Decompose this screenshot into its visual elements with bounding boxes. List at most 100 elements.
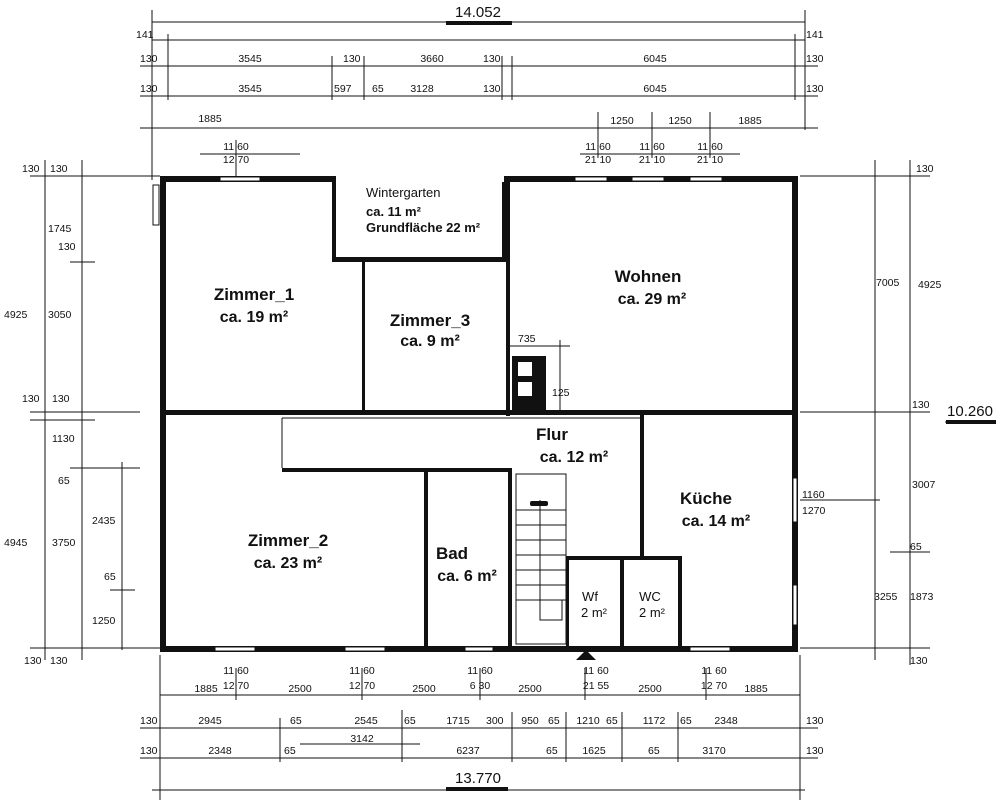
dimension-label: 12 70: [223, 154, 249, 166]
dimension-label: 3007: [912, 479, 936, 491]
total-width-top: 14.052: [455, 4, 501, 21]
dimension-label: 3545: [238, 53, 262, 65]
room-wintergarten-name: Wintergarten: [366, 185, 440, 200]
dimension-label: 597: [334, 83, 352, 95]
dimension-label: 130: [140, 83, 158, 95]
dimension-label: 11 60: [467, 665, 493, 677]
room-wintergarten-area: ca. 11 m²: [366, 204, 422, 219]
dimension-label: 1270: [802, 505, 826, 517]
dimension-label: 11 60: [583, 665, 609, 677]
dimension-label: 21 10: [585, 154, 611, 166]
dimension-label: 2500: [518, 683, 542, 695]
dimension-label: 6 30: [470, 680, 491, 692]
dimension-label: 6045: [643, 53, 667, 65]
dimension-label: 12 70: [349, 680, 375, 692]
room-wohnen-name: Wohnen: [615, 267, 682, 286]
dimension-lines: [30, 10, 995, 800]
dimension-label: 2348: [714, 715, 738, 727]
dimension-label: 130: [806, 53, 824, 65]
dimension-label: 141: [806, 29, 824, 41]
dimension-label: 12 70: [223, 680, 249, 692]
dimension-label: 130: [912, 399, 930, 411]
dimension-label: 300: [486, 715, 504, 727]
total-bottom-bar: [446, 787, 508, 791]
dimension-label: 11 60: [349, 665, 375, 677]
dimension-label: 21 10: [697, 154, 723, 166]
total-width-bottom: 13.770: [455, 770, 501, 787]
dimension-label: 1130: [52, 433, 75, 445]
room-zimmer1-area: ca. 19 m²: [220, 309, 288, 326]
room-kueche-area: ca. 14 m²: [682, 513, 750, 530]
dimension-label: 1885: [194, 683, 218, 695]
room-zimmer3-area: ca. 9 m²: [400, 333, 460, 350]
dimension-label: 3660: [420, 53, 444, 65]
dimension-label: 130: [140, 53, 158, 65]
dimension-label: 65: [680, 715, 692, 727]
dimension-label: 130: [22, 163, 40, 175]
dimension-label: 130: [806, 83, 824, 95]
dimension-label: 2945: [198, 715, 222, 727]
total-right-bar: [946, 420, 996, 424]
dimension-label: 1715: [446, 715, 470, 727]
dimension-label: 1250: [610, 115, 634, 127]
dimension-labels: 141 141 130 3545 130 3660 130 6045 130 1…: [4, 29, 942, 757]
dimension-label: 130: [140, 745, 158, 757]
dimension-label: 2545: [354, 715, 378, 727]
dimension-label: 130: [58, 241, 76, 253]
dimension-label: 11 60: [697, 141, 723, 153]
dimension-label: 3128: [410, 83, 434, 95]
total-top-bar: [446, 21, 512, 25]
dimension-label: 65: [648, 745, 660, 757]
dimension-label: 2500: [288, 683, 312, 695]
dimension-label: 130: [483, 53, 501, 65]
dimension-label: 1873: [910, 591, 934, 603]
dimension-label: 3142: [350, 733, 374, 745]
room-flur-area: ca. 12 m²: [540, 449, 608, 466]
dimension-label: 1210: [576, 715, 600, 727]
dimension-label: 11 60: [223, 141, 249, 153]
dimension-label: 11 60: [639, 141, 665, 153]
dimension-label: 11 60: [223, 665, 249, 677]
dimension-label: 950: [521, 715, 539, 727]
dimension-label: 1625: [582, 745, 606, 757]
windows: [152, 176, 798, 652]
dimension-label: 21 55: [583, 680, 609, 692]
dimension-label: 11 60: [585, 141, 611, 153]
dimension-label: 130: [483, 83, 501, 95]
dimension-label: 2500: [638, 683, 662, 695]
dimension-label: 1745: [48, 223, 72, 235]
dimension-label: 125: [552, 387, 570, 399]
dimension-label: 6237: [456, 745, 480, 757]
room-wc-name: WC: [639, 589, 661, 604]
dimension-label: 1250: [668, 115, 692, 127]
room-wohnen-area: ca. 29 m²: [618, 291, 686, 308]
entrance-arrow-icon: [576, 650, 596, 660]
dimension-label: 735: [518, 333, 536, 345]
room-bad-area: ca. 6 m²: [437, 568, 497, 585]
room-bad-name: Bad: [436, 544, 468, 563]
dimension-label: 1172: [643, 715, 666, 727]
room-wf-name: Wf: [582, 589, 598, 604]
room-zimmer1-name: Zimmer_1: [214, 285, 294, 304]
dimension-label: 3545: [238, 83, 262, 95]
dimension-label: 12 70: [701, 680, 727, 692]
dimension-label: 1160: [802, 489, 825, 501]
dimension-label: 130: [50, 163, 68, 175]
dimension-label: 2348: [208, 745, 232, 757]
dimension-label: 130: [140, 715, 158, 727]
dimension-label: 130: [343, 53, 361, 65]
room-kueche-name: Küche: [680, 489, 732, 508]
dimension-label: 65: [910, 541, 922, 553]
dimension-label: 3050: [48, 309, 72, 321]
dimension-label: 130: [806, 715, 824, 727]
dimension-label: 65: [104, 571, 116, 583]
dimension-label: 65: [548, 715, 560, 727]
dimension-label: 65: [58, 475, 70, 487]
dimension-label: 65: [284, 745, 296, 757]
dimension-label: 130: [50, 655, 68, 667]
dimension-label: 1885: [744, 683, 768, 695]
room-wc-area: 2 m²: [639, 605, 666, 620]
dimension-label: 4925: [918, 279, 942, 291]
dimension-label: 6045: [643, 83, 667, 95]
